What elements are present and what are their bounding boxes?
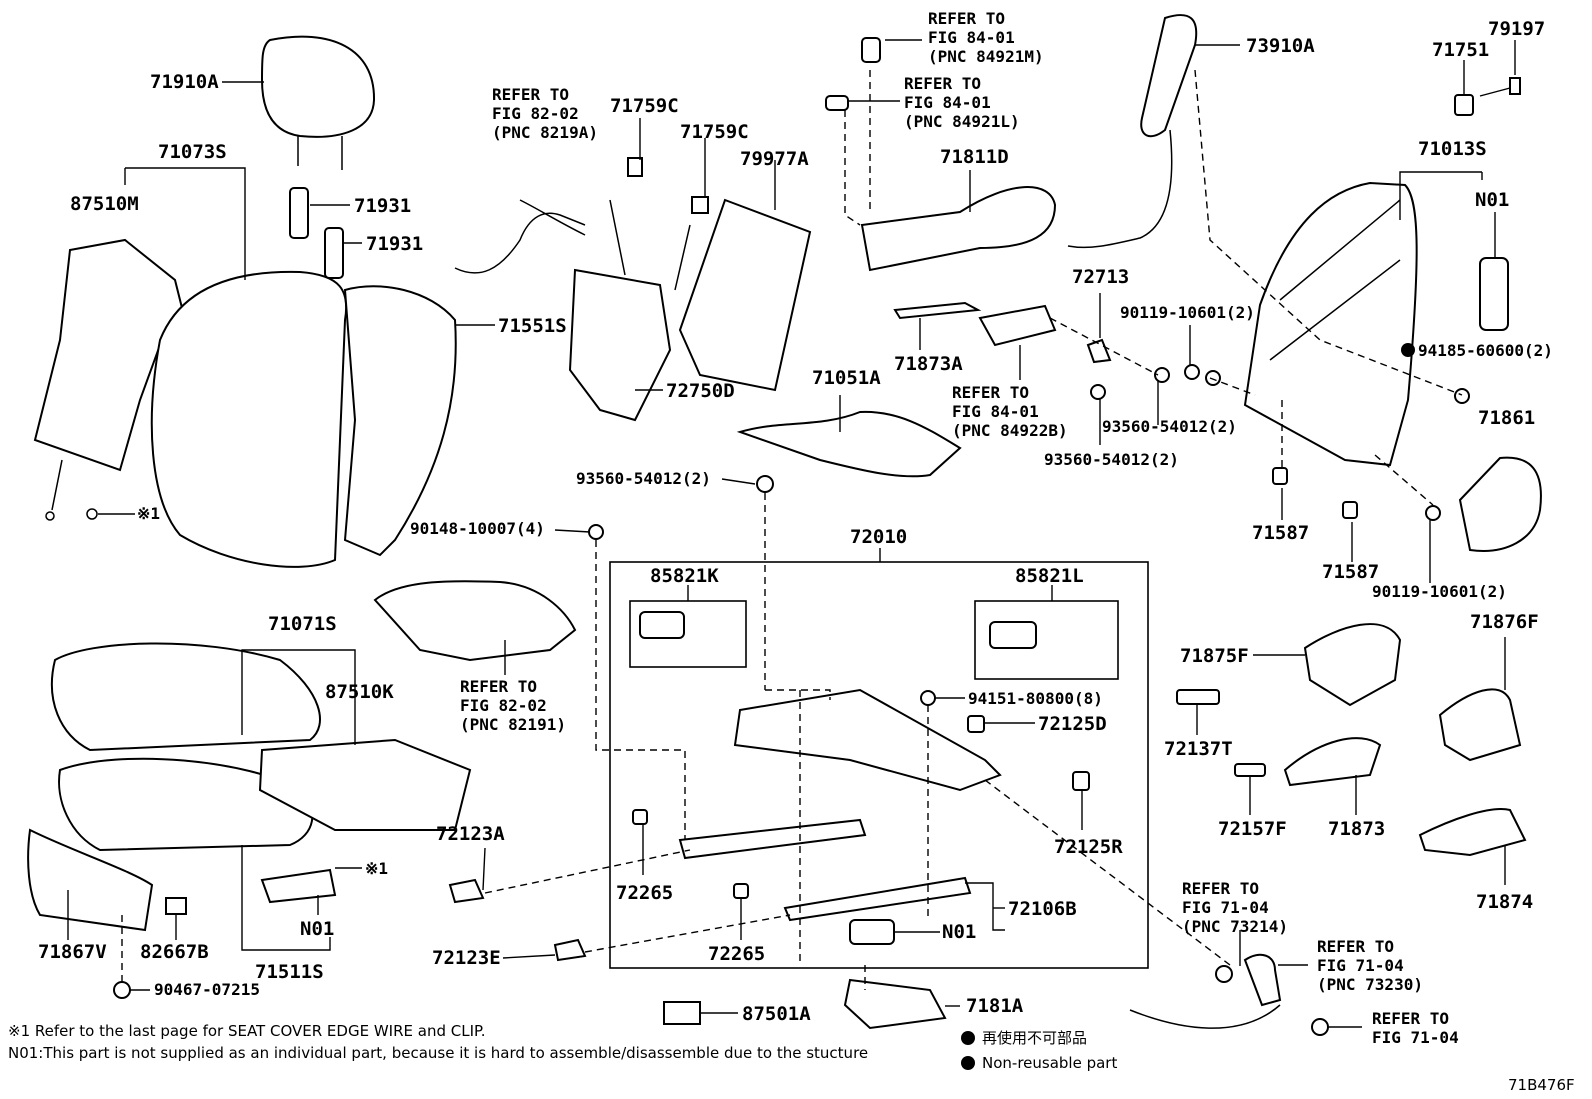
label-94185: 94185-60600(2) <box>1418 341 1553 360</box>
ref-84-01-L-line2: FIG 84-01 <box>904 93 991 112</box>
ref-82-02-mid-line2: FIG 82-02 <box>460 696 547 715</box>
label-82667B: 82667B <box>140 941 209 963</box>
note-mark-1: ※1 <box>137 504 160 523</box>
label-72123E: 72123E <box>432 947 501 969</box>
label-71861: 71861 <box>1478 407 1535 429</box>
label-71759C-a: 71759C <box>610 95 679 117</box>
label-71071S: 71071S <box>268 613 337 635</box>
legend-text-en: Non-reusable part <box>982 1054 1117 1072</box>
label-93560-a: 93560-54012(2) <box>1102 417 1237 436</box>
ref-71-04-a-line3: (PNC 73214) <box>1182 917 1288 936</box>
ref-82-02-mid-line1: REFER TO <box>460 677 537 696</box>
label-90119-a: 90119-10601(2) <box>1120 303 1255 322</box>
label-71873: 71873 <box>1328 818 1385 840</box>
label-72750D: 72750D <box>666 380 735 402</box>
label-93560-b: 93560-54012(2) <box>1044 450 1179 469</box>
label-71873A: 71873A <box>894 353 963 375</box>
label-71759C-b: 71759C <box>680 121 749 143</box>
footnote-n01: N01:This part is not supplied as an indi… <box>8 1044 868 1062</box>
label-71931-a: 71931 <box>354 195 411 217</box>
ref-84-01-B-line3: (PNC 84922B) <box>952 421 1068 440</box>
label-72125D: 72125D <box>1038 713 1107 735</box>
label-85821L: 85821L <box>1015 565 1084 587</box>
label-72713: 72713 <box>1072 266 1129 288</box>
ref-71-04-a-line2: FIG 71-04 <box>1182 898 1269 917</box>
label-79977A: 79977A <box>740 148 809 170</box>
ref-71-04-b-line2: FIG 71-04 <box>1317 956 1404 975</box>
ref-71-04-c-line1: REFER TO <box>1372 1009 1449 1028</box>
ref-82-02-top-line3: (PNC 8219A) <box>492 123 598 142</box>
label-71511S: 71511S <box>255 961 324 983</box>
footnotes: ※1 Refer to the last page for SEAT COVER… <box>8 1022 868 1062</box>
label-72010: 72010 <box>850 526 907 548</box>
label-71931-b: 71931 <box>366 233 423 255</box>
label-71587-b: 71587 <box>1322 561 1379 583</box>
label-79197: 79197 <box>1488 18 1545 40</box>
legend-marker-jp <box>961 1031 975 1045</box>
ref-84-01-L-line1: REFER TO <box>904 74 981 93</box>
label-85821K: 85821K <box>650 565 719 587</box>
label-72106B: 72106B <box>1008 898 1077 920</box>
label-93560-c: 93560-54012(2) <box>576 469 711 488</box>
legend-marker-en <box>961 1056 975 1070</box>
label-71551S: 71551S <box>498 315 567 337</box>
label-71910A: 71910A <box>150 71 219 93</box>
ref-82-02-top-line2: FIG 82-02 <box>492 104 579 123</box>
non-reusable-marker <box>1401 343 1415 357</box>
label-72157F: 72157F <box>1218 818 1287 840</box>
note-mark-2: ※1 <box>365 859 388 878</box>
part-drawings <box>27 14 1542 1036</box>
legend: 再使用不可部品 Non-reusable part <box>961 1029 1117 1072</box>
footnote-edge-wire: ※1 Refer to the last page for SEAT COVER… <box>8 1022 485 1040</box>
ref-84-01-M-line1: REFER TO <box>928 9 1005 28</box>
label-90467: 90467-07215 <box>154 980 260 999</box>
label-7181A: 7181A <box>966 995 1024 1017</box>
label-71587-a: 71587 <box>1252 522 1309 544</box>
ref-84-01-L-line3: (PNC 84921L) <box>904 112 1020 131</box>
label-90148: 90148-10007(4) <box>410 519 545 538</box>
part-labels: 71910A 71073S 87510M 71931 71931 71551S … <box>38 9 1553 1047</box>
label-72123A: 72123A <box>436 823 505 845</box>
label-87510M: 87510M <box>70 193 139 215</box>
label-71073S: 71073S <box>158 141 227 163</box>
label-71811D: 71811D <box>940 146 1009 168</box>
label-90119-b: 90119-10601(2) <box>1372 582 1507 601</box>
ref-84-01-M-line3: (PNC 84921M) <box>928 47 1044 66</box>
label-N01-mid: N01 <box>300 918 334 940</box>
label-71051A: 71051A <box>812 367 881 389</box>
label-72137T: 72137T <box>1164 738 1233 760</box>
label-71013S: 71013S <box>1418 138 1487 160</box>
label-94151: 94151-80800(8) <box>968 689 1103 708</box>
label-72125R: 72125R <box>1054 836 1123 858</box>
label-N01-bot: N01 <box>942 921 976 943</box>
label-N01-top: N01 <box>1475 189 1509 211</box>
label-71751: 71751 <box>1432 39 1489 61</box>
label-87510K: 87510K <box>325 681 394 703</box>
leader-lines <box>67 39 1516 1028</box>
edge-wire-clip-marker <box>86 508 98 520</box>
ref-84-01-B-line2: FIG 84-01 <box>952 402 1039 421</box>
ref-82-02-top-line1: REFER TO <box>492 85 569 104</box>
label-71875F: 71875F <box>1180 645 1249 667</box>
assembly-dashed-lines <box>121 69 1463 990</box>
ref-71-04-c-line2: FIG 71-04 <box>1372 1028 1459 1047</box>
ref-71-04-b-line1: REFER TO <box>1317 937 1394 956</box>
label-72265-a: 72265 <box>616 882 673 904</box>
ref-71-04-a-line1: REFER TO <box>1182 879 1259 898</box>
label-71867V: 71867V <box>38 941 107 963</box>
ref-84-01-M-line2: FIG 84-01 <box>928 28 1015 47</box>
diagram-id: 71B476F <box>1508 1076 1575 1094</box>
label-71874: 71874 <box>1476 891 1533 913</box>
label-71876F: 71876F <box>1470 611 1539 633</box>
legend-text-jp: 再使用不可部品 <box>982 1029 1087 1047</box>
ref-71-04-b-line3: (PNC 73230) <box>1317 975 1423 994</box>
ref-84-01-B-line1: REFER TO <box>952 383 1029 402</box>
label-87501A: 87501A <box>742 1003 811 1025</box>
ref-82-02-mid-line3: (PNC 82191) <box>460 715 566 734</box>
label-72265-b: 72265 <box>708 943 765 965</box>
label-73910A: 73910A <box>1246 35 1315 57</box>
